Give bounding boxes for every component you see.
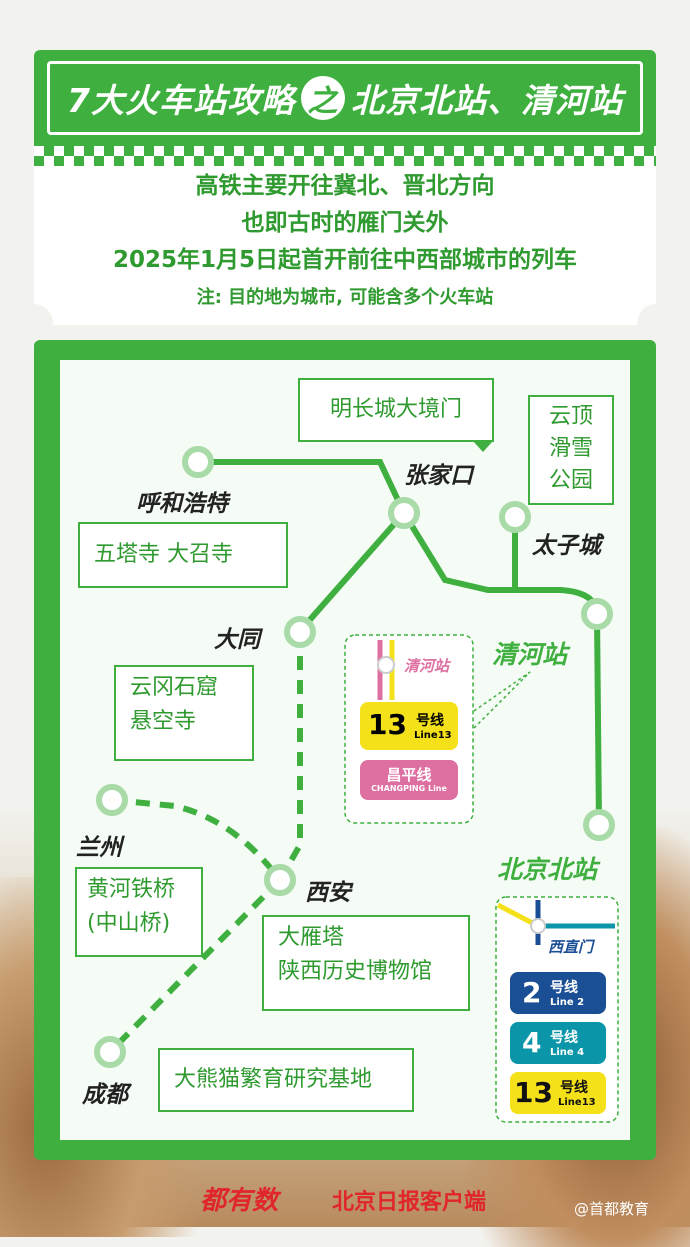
header-ticket: 7大火车站攻略 之 北京北站、清河站 高铁主要开往冀北、晋北方向 也即古时的雁门… [34,50,656,325]
beijingbei-line13-badge: 13 号线 Line13 [510,1072,606,1114]
lanzhou-line-2: (中山桥) [87,911,171,936]
xian-line-2: 陕西历史博物馆 [278,959,433,984]
subtitle-line-2: 也即古时的雁门关外 [241,210,449,236]
attraction-xian: 大雁塔 陕西历史博物馆 [262,915,470,1011]
changping-cn: 昌平线 [386,766,432,784]
attraction-chengdu: 大熊猫繁育研究基地 [158,1048,414,1112]
subtitle-line-3: 2025年1月5日起首开前往中西部城市的列车 [112,247,578,273]
qinghe-line13-num: 13 [368,708,407,741]
qinghe-line13-badge: 13 号线 Line13 [360,702,458,750]
xizhimen-interchange-dot [530,918,546,934]
node-beijingbei [583,809,615,841]
line4-en: Line 4 [550,1047,585,1058]
header-title-bar: 7大火车站攻略 之 北京北站、清河站 [34,50,656,146]
route-xian-chengdu [107,877,283,1055]
ticket-notch-right [637,304,656,325]
qinghe-changping-badge: 昌平线 CHANGPING Line [360,760,458,800]
xian-line-1: 大雁塔 [278,925,345,950]
checker-divider [34,146,656,166]
line2-badge: 2 号线 Line 2 [510,972,606,1014]
node-taizicheng [499,501,531,533]
node-zhangjiakou [388,497,420,529]
station-label-chengdu: 成都 [82,1082,128,1108]
station-label-huhehaote: 呼和浩特 [136,491,228,517]
attraction-yunding: 云顶 滑雪 公园 [528,395,614,505]
line2-cn: 号线 [550,980,578,996]
route-huhehaote-zhangjiakou [198,459,407,515]
station-label-lanzhou: 兰州 [76,835,122,861]
subtitle-line-1: 高铁主要开往冀北、晋北方向 [195,173,495,199]
node-huhehaote [182,446,214,478]
beijingbei-line13-num: 13 [514,1076,553,1109]
yunding-line-3: 公园 [548,468,593,493]
node-datong [284,616,316,648]
datong-line-1: 云冈石窟 [130,675,219,700]
title-mark: 之 [300,76,345,120]
line4-num: 4 [522,1026,542,1059]
route-qinghe-beijingbei [594,613,602,826]
station-label-datong: 大同 [214,627,260,653]
subtitle-block: 高铁主要开往冀北、晋北方向 也即古时的雁门关外 2025年1月5日起首开前往中西… [34,168,656,309]
footer-logo-duyoushu: 都有数 [200,1186,279,1216]
qinghe-line13-cn: 号线 [416,713,444,729]
subtitle-note: 注: 目的地为城市, 可能含多个火车站 [196,287,494,308]
title-left: 7大火车站攻略 [67,81,295,120]
line4-badge: 4 号线 Line 4 [510,1022,606,1064]
callout-tail-mingchangcheng [473,441,493,452]
route-datong-xian [277,632,303,882]
qinghe-interchange-dot [377,656,395,674]
footer-watermark: @首都教育 [574,1200,650,1218]
qinghe-line13-en: Line13 [414,730,452,741]
beijingbei-line13-en: Line13 [558,1097,596,1108]
route-lanzhou-xian [111,797,283,882]
attraction-datong: 云冈石窟 悬空寺 [114,665,254,761]
station-label-zhangjiakou: 张家口 [404,463,473,489]
attraction-lanzhou: 黄河铁桥 (中山桥) [75,867,203,957]
station-label-xian: 西安 [305,880,351,906]
lanzhou-line-1: 黄河铁桥 [87,877,176,902]
attraction-mingchangcheng: 明长城大境门 [298,378,494,442]
station-label-beijingbei: 北京北站 [497,855,598,884]
node-xian [264,864,296,896]
page-title: 7大火车站攻略 之 北京北站、清河站 [47,61,643,135]
line2-num: 2 [522,976,542,1009]
station-label-taizicheng: 太子城 [532,533,601,559]
line2-en: Line 2 [550,997,585,1008]
footer-logo-bjd: 北京日报客户端 [332,1190,487,1215]
line4-cn: 号线 [550,1030,578,1046]
node-qinghe [581,598,613,630]
attraction-huhehaote: 五塔寺 大召寺 [78,522,288,588]
datong-line-2: 悬空寺 [130,709,197,734]
node-chengdu [94,1036,126,1068]
changping-en: CHANGPING Line [371,784,447,793]
station-label-qinghe: 清河站 [492,640,568,669]
qinghe-transfer-station-tag: 清河站 [404,657,450,675]
beijingbei-line13-cn: 号线 [560,1080,588,1096]
title-right: 北京北站、清河站 [350,81,623,120]
node-lanzhou [96,784,128,816]
callout-tail-qinghe-2 [473,671,531,729]
callout-tail-qinghe [473,671,531,712]
xizhimen-station-tag: 西直门 [548,938,594,956]
route-zhangjiakou-datong [297,511,407,633]
yunding-line-2: 滑雪 [548,436,593,461]
yunding-line-1: 云顶 [548,404,593,429]
